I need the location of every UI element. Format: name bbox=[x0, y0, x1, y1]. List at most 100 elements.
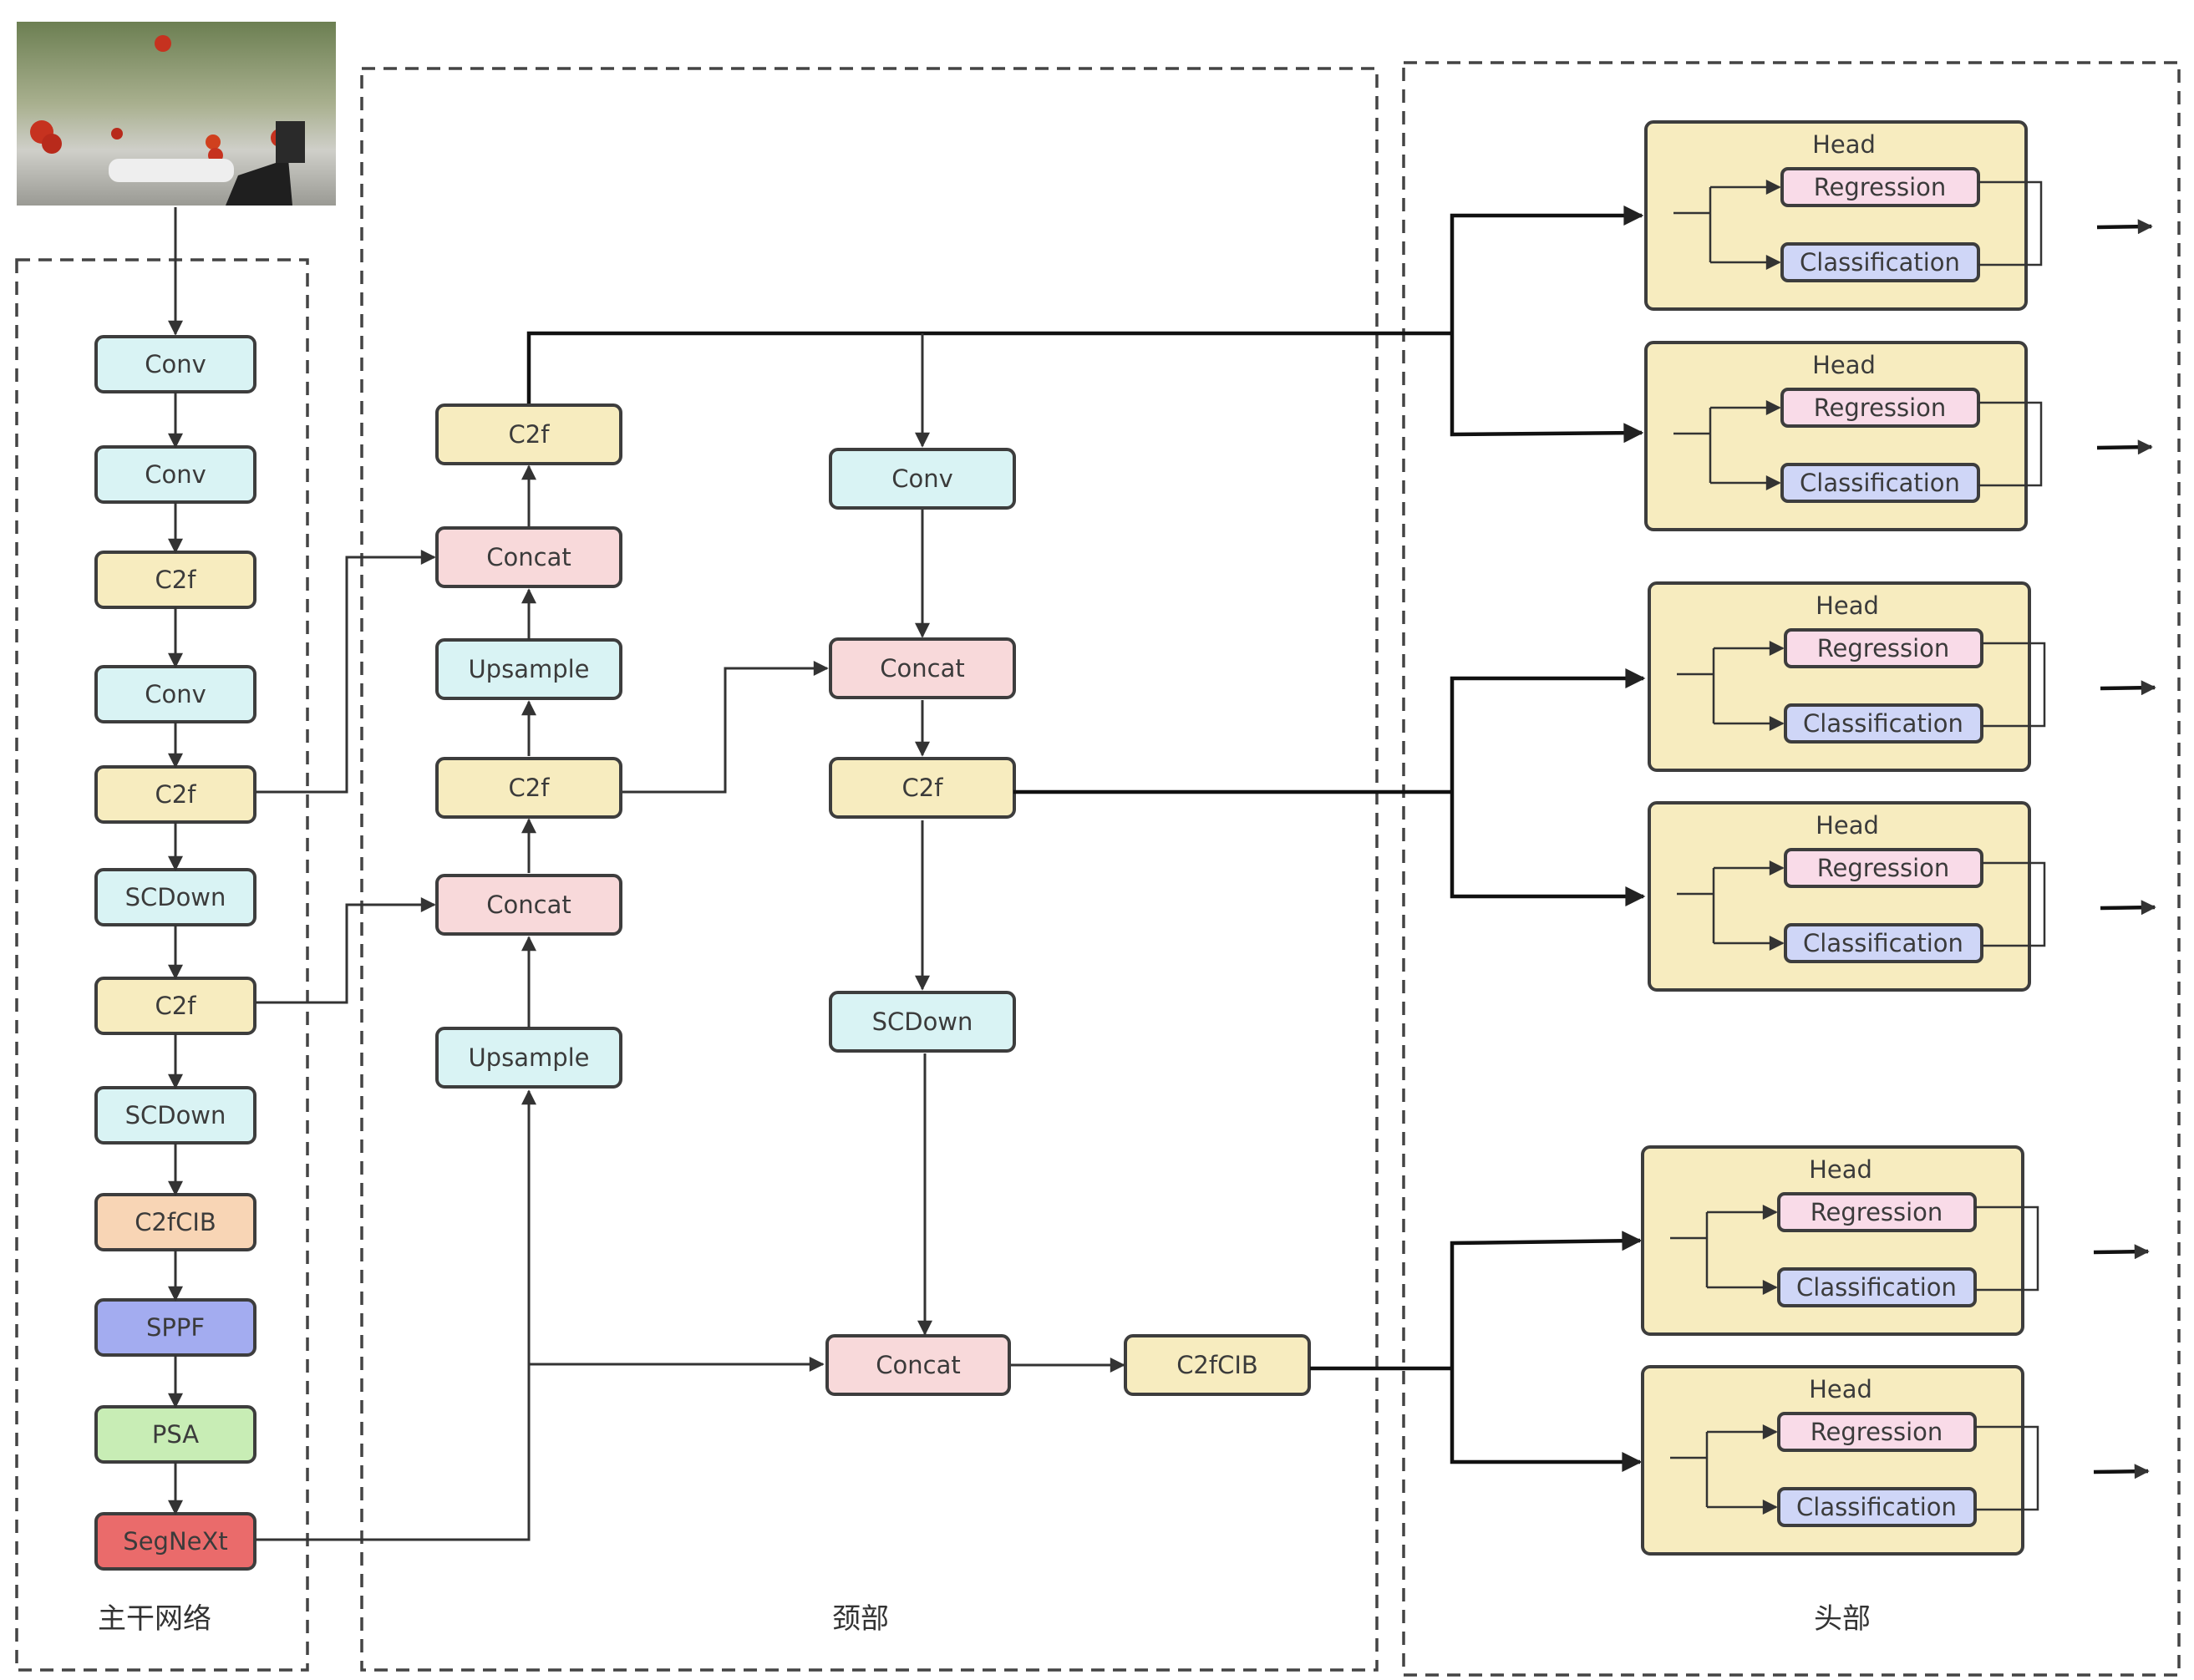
input-image bbox=[17, 22, 336, 206]
regression-box bbox=[1780, 388, 1980, 428]
neck-left-concat-2: Concat bbox=[435, 526, 622, 588]
head-title: Head bbox=[1809, 1375, 1872, 1403]
classification-label: Classification bbox=[1800, 248, 1960, 277]
neck-left-concat-5: Concat bbox=[435, 874, 622, 936]
backbone-segnext-12: SegNeXt bbox=[94, 1512, 256, 1571]
backbone-c2f-5: C2f bbox=[94, 765, 256, 824]
neck-left-concat-5-label: Concat bbox=[486, 891, 571, 919]
backbone-psa-11: PSA bbox=[94, 1405, 256, 1464]
neck-right-concat-5: Concat bbox=[825, 1334, 1011, 1396]
backbone-c2f-3: C2f bbox=[94, 551, 256, 609]
regression-label: Regression bbox=[1814, 393, 1947, 422]
backbone-label: 主干网络 bbox=[98, 1602, 211, 1636]
classification-label: Classification bbox=[1803, 929, 1963, 957]
output-arrow bbox=[2093, 1244, 2150, 1260]
neck-right-c2f-3-label: C2f bbox=[902, 774, 944, 802]
neck-right-scdown-4-label: SCDown bbox=[872, 1007, 973, 1036]
regression-label: Regression bbox=[1817, 854, 1950, 882]
merge-bracket bbox=[1982, 642, 2046, 728]
backbone-section bbox=[15, 258, 309, 1672]
backbone-scdown-6: SCDown bbox=[94, 868, 256, 926]
backbone-conv-2: Conv bbox=[94, 445, 256, 504]
backbone-conv-1: Conv bbox=[94, 335, 256, 393]
backbone-c2f-3-label: C2f bbox=[155, 566, 197, 594]
head-title: Head bbox=[1812, 351, 1876, 379]
backbone-conv-4-label: Conv bbox=[145, 680, 206, 708]
backbone-conv-2-label: Conv bbox=[145, 460, 206, 489]
backbone-segnext-12-label: SegNeXt bbox=[123, 1527, 227, 1556]
pot-label bbox=[109, 159, 234, 182]
backbone-sppf-10: SPPF bbox=[94, 1298, 256, 1357]
output-arrow bbox=[2100, 900, 2156, 916]
classification-box bbox=[1784, 923, 1983, 963]
backbone-scdown-8: SCDown bbox=[94, 1086, 256, 1145]
backbone-scdown-6-label: SCDown bbox=[125, 883, 226, 911]
regression-label: Regression bbox=[1811, 1418, 1943, 1446]
backbone-c2f-7: C2f bbox=[94, 977, 256, 1035]
neck-right-scdown-4: SCDown bbox=[829, 991, 1016, 1053]
merge-bracket bbox=[1975, 1425, 2039, 1511]
neck-right-c2f-3: C2f bbox=[829, 757, 1016, 819]
camera-shape bbox=[226, 159, 292, 206]
output-arrow bbox=[2096, 219, 2153, 235]
neck-left-c2f-1: C2f bbox=[435, 404, 622, 465]
regression-box bbox=[1777, 1412, 1977, 1452]
neck-left-upsample-6: Upsample bbox=[435, 1027, 622, 1089]
head-title: Head bbox=[1816, 811, 1879, 840]
neck-right-concat-2-box bbox=[829, 637, 1016, 699]
neck-left-c2f-4-box bbox=[435, 757, 622, 819]
backbone-c2f-5-label: C2f bbox=[155, 780, 197, 809]
neck-left-c2f-4-label: C2f bbox=[509, 774, 551, 802]
neck-right-c2fcib-6-box bbox=[1124, 1334, 1311, 1396]
merge-bracket bbox=[1982, 861, 2046, 947]
regression-box bbox=[1784, 848, 1983, 888]
regression-label: Regression bbox=[1817, 634, 1950, 662]
neck-right-concat-5-label: Concat bbox=[876, 1351, 960, 1379]
backbone-c2fcib-9-label: C2fCIB bbox=[135, 1208, 216, 1236]
neck-left-concat-2-box bbox=[435, 526, 622, 588]
regression-box bbox=[1780, 167, 1980, 207]
neck-right-concat-5-box bbox=[825, 1334, 1011, 1396]
classification-box bbox=[1777, 1267, 1977, 1307]
classification-box bbox=[1784, 703, 1983, 744]
backbone-conv-1-label: Conv bbox=[145, 350, 206, 378]
neck-left-c2f-1-box bbox=[435, 404, 622, 465]
neck-left-upsample-3: Upsample bbox=[435, 638, 622, 700]
backbone-sppf-10-label: SPPF bbox=[146, 1313, 205, 1342]
neck-left-concat-5-box bbox=[435, 874, 622, 936]
classification-label: Classification bbox=[1803, 709, 1963, 738]
merge-bracket bbox=[1975, 1205, 2039, 1292]
classification-box bbox=[1780, 463, 1980, 503]
regression-box bbox=[1777, 1192, 1977, 1232]
head-label: 头部 bbox=[1814, 1602, 1871, 1636]
regression-box bbox=[1784, 628, 1983, 668]
connections bbox=[168, 206, 1646, 1541]
regression-label: Regression bbox=[1814, 173, 1947, 201]
backbone-conv-4: Conv bbox=[94, 665, 256, 723]
merge-bracket bbox=[1978, 180, 2043, 266]
regression-label: Regression bbox=[1811, 1198, 1943, 1226]
backbone-scdown-8-label: SCDown bbox=[125, 1101, 226, 1129]
neck-right-concat-2-label: Concat bbox=[880, 654, 964, 683]
neck-right-c2fcib-6: C2fCIB bbox=[1124, 1334, 1311, 1396]
neck-left-concat-2-label: Concat bbox=[486, 543, 571, 571]
classification-box bbox=[1777, 1487, 1977, 1527]
neck-right-conv-1-label: Conv bbox=[891, 464, 953, 493]
neck-left-upsample-6-box bbox=[435, 1027, 622, 1089]
classification-label: Classification bbox=[1800, 469, 1960, 497]
neck-left-c2f-1-label: C2f bbox=[509, 420, 551, 449]
neck-section bbox=[360, 67, 1379, 1672]
neck-left-c2f-4: C2f bbox=[435, 757, 622, 819]
backbone-psa-11-label: PSA bbox=[152, 1420, 199, 1449]
classification-label: Classification bbox=[1796, 1493, 1957, 1521]
classification-label: Classification bbox=[1796, 1273, 1957, 1302]
neck-right-conv-1-box bbox=[829, 448, 1016, 510]
output-arrow bbox=[2093, 1464, 2150, 1480]
neck-right-scdown-4-box bbox=[829, 991, 1016, 1053]
